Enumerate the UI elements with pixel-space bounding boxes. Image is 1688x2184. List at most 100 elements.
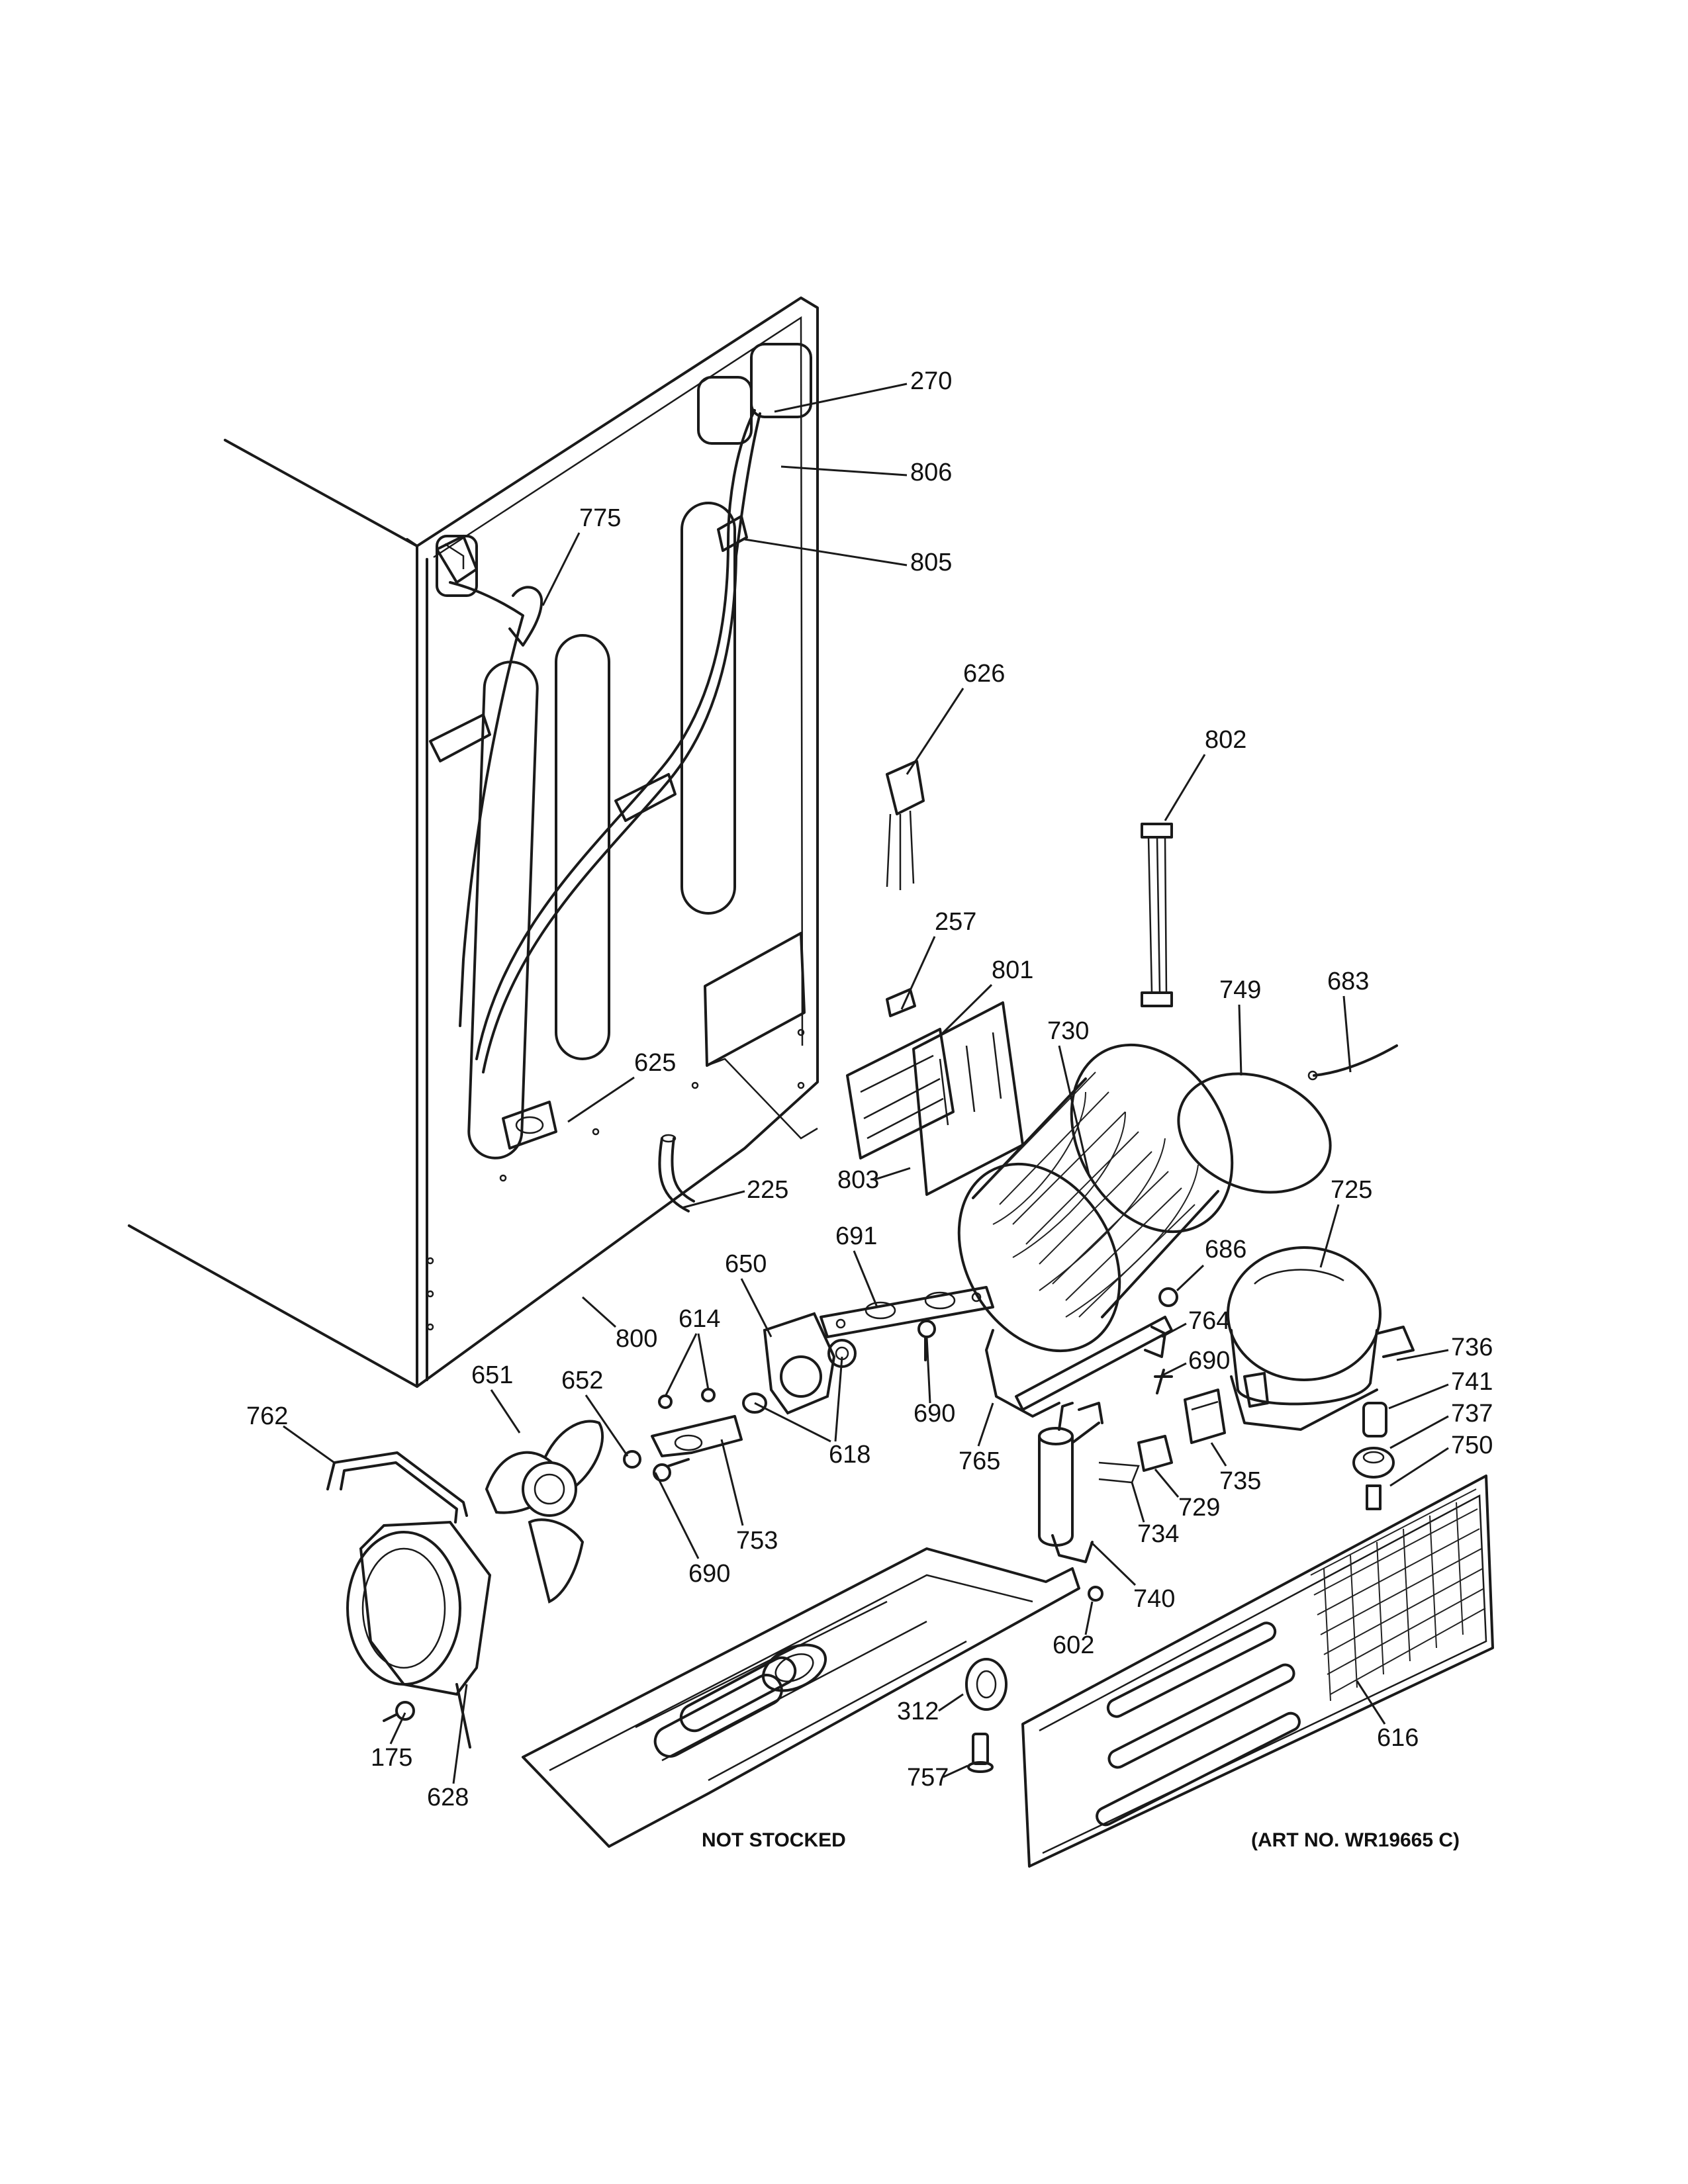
part-735-relay [1184,1388,1226,1444]
callout-c626: 626 [963,660,1005,688]
leader-line-c805 [744,538,908,567]
leader-line-c616 [1356,1680,1386,1725]
part-651-fan-blade [485,1420,604,1604]
leader-line-c614 [664,1333,698,1397]
leader-line-c750 [1389,1447,1449,1487]
callout-c625: 625 [634,1049,676,1077]
callout-c175: 175 [371,1744,412,1772]
leader-line-c741 [1388,1383,1449,1410]
leader-line-c626 [906,688,964,775]
leader-line-c312 [938,1693,964,1712]
callout-c775: 775 [579,504,621,532]
part-725-compressor [1227,1246,1415,1431]
callout-c753: 753 [736,1527,778,1555]
leader-line-c765 [977,1402,994,1447]
callout-c683: 683 [1327,968,1369,995]
leader-line-c757 [943,1764,968,1778]
part-225-drain-tube [658,1134,695,1212]
callout-c757: 757 [907,1764,949,1792]
callout-c650: 650 [725,1250,767,1278]
leader-line-c628 [452,1684,468,1784]
leader-line-c691 [853,1250,878,1308]
callout-c686: 686 [1205,1236,1246,1263]
callout-c628: 628 [427,1784,469,1811]
leader-line-c690c [654,1472,700,1559]
callout-c730: 730 [1047,1017,1089,1045]
leader-line-c690b [925,1336,931,1404]
callout-c614: 614 [679,1305,720,1333]
callout-c805: 805 [910,549,952,576]
leader-line-c650 [740,1278,773,1338]
callout-c270: 270 [910,367,952,395]
callout-c735: 735 [1219,1467,1261,1495]
part-753-bracket [651,1415,743,1457]
callout-c691: 691 [835,1222,877,1250]
part-175-screw [383,1701,415,1722]
leader-line-c175 [389,1712,406,1745]
part-683-thermistor [1307,1044,1398,1081]
base-pan-not-stocked [522,1547,1080,1848]
part-757-screw [967,1733,994,1773]
leader-line-c651 [490,1389,521,1433]
part-626-wire-connector [886,760,925,890]
callout-c312: 312 [897,1698,939,1725]
leader-line-c806 [780,465,908,477]
cabinet-back-panel [128,296,819,1388]
callout-c740: 740 [1133,1585,1175,1613]
leader-line-c730 [1058,1045,1090,1175]
part-690-652-screws [623,1450,690,1482]
part-741-737-750-grommets [1352,1402,1395,1510]
part-802-harness [1141,823,1173,1007]
callout-c801: 801 [992,956,1033,984]
leader-line-c652 [585,1394,629,1457]
callout-c762: 762 [246,1402,288,1430]
leader-line-c740 [1090,1541,1137,1586]
callout-c690b: 690 [914,1400,955,1428]
part-628-fan-shroud [346,1520,492,1749]
not-stocked-note: NOT STOCKED [702,1829,846,1851]
callout-c602: 602 [1053,1631,1094,1659]
callout-c802: 802 [1205,726,1246,754]
part-312-part [965,1658,1008,1711]
callout-c690c: 690 [688,1560,730,1588]
callout-c806: 806 [910,459,952,486]
part-734-wire [1098,1461,1140,1484]
callout-c765: 765 [959,1447,1000,1475]
callout-c800: 800 [616,1325,657,1353]
callout-c734: 734 [1137,1520,1179,1548]
leader-line-c749 [1238,1004,1243,1076]
part-616-rear-grille [1021,1475,1494,1868]
leader-line-c625 [567,1076,635,1123]
leader-line-c801 [939,983,993,1037]
callout-c741: 741 [1451,1368,1493,1396]
leader-line-c736 [1396,1349,1449,1361]
leader-line-c683 [1342,995,1352,1073]
leader-line-c802 [1164,754,1206,821]
part-625-drain [502,1101,557,1150]
leader-line-c729 [1154,1469,1180,1498]
callout-c749: 749 [1219,976,1261,1004]
callout-c257: 257 [935,908,976,936]
art-number-note: (ART NO. WR19665 C) [1251,1829,1460,1851]
callout-c616: 616 [1377,1724,1419,1752]
part-729-overload [1137,1435,1173,1472]
part-764-bracket [1015,1287,1178,1411]
leader-line-c618b [834,1356,843,1442]
leader-line-c618 [754,1402,831,1443]
part-602-screw [1088,1586,1103,1602]
callout-c618: 618 [829,1441,870,1469]
callout-c736: 736 [1451,1334,1493,1361]
leader-line-c725 [1319,1204,1340,1268]
part-801-control-board [846,988,1024,1196]
callout-c764: 764 [1188,1307,1230,1335]
leader-line-c735 [1210,1442,1227,1467]
callout-c737: 737 [1451,1400,1493,1428]
leader-line-c775 [541,532,581,606]
leader-line-c614b [697,1333,710,1390]
leader-line-c734 [1131,1482,1145,1523]
leader-line-c737 [1389,1415,1449,1449]
callout-c750: 750 [1451,1432,1493,1459]
leader-line-c225 [681,1190,745,1209]
